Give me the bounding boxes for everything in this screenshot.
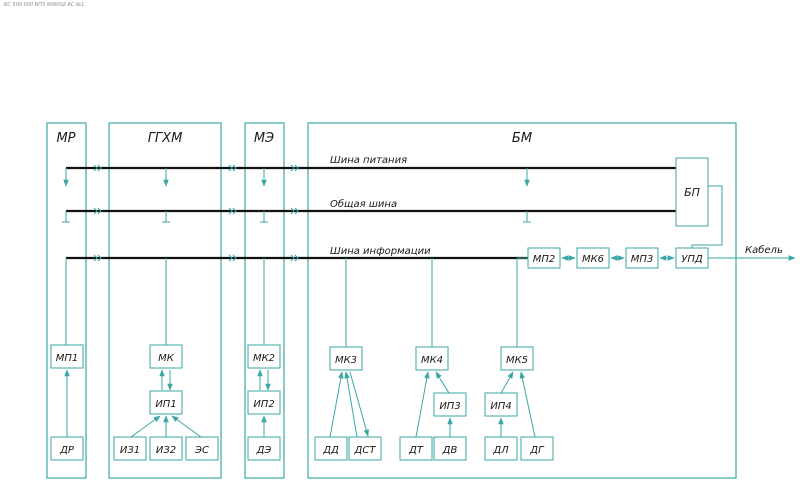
section-mr-title: МР [56,131,75,146]
block-ip3 [433,392,467,417]
block-mk3-label: МК3 [335,355,357,366]
block-bp [675,157,709,227]
block-upd-label: УПД [681,254,703,265]
power-bus-label: Шина питания [330,155,407,166]
block-ip3-label: ИП3 [439,401,460,412]
bus-connector-chevrons [93,164,299,262]
dst-to-mk3 [344,371,358,438]
block-mk2 [247,344,281,369]
block-ip1-label: ИП1 [155,399,176,410]
iz1-to-ip1 [130,415,161,438]
block-mk-label: МК [158,353,175,364]
block-ip1 [149,390,183,415]
block-mp3 [625,247,659,269]
block-ip2 [247,390,281,415]
dg-to-mk5 [519,371,536,438]
info-bus-label: Шина информации [330,246,431,257]
block-mp1-label: МП1 [56,353,79,364]
block-dv [433,436,467,461]
block-dr [50,436,84,461]
section-mr-frame [46,122,87,479]
mk3-to-dst [349,371,369,437]
power-taps [63,168,530,187]
block-mk3 [329,346,363,371]
block-es [185,436,219,461]
block-ip2-label: ИП2 [253,399,274,410]
block-dg-label: ДГ [529,445,545,456]
cable-label: Кабель [745,244,783,256]
document-code: БС 500 000 ВП3 906002 АС №1 [4,2,85,8]
ip4-to-mk5 [500,371,514,394]
section-me-title: МЭ [254,131,274,146]
block-es-label: ЭС [194,445,209,456]
section-bm-frame [307,122,737,479]
block-dl-label: ДЛ [492,445,509,456]
block-dr-label: ДР [59,445,75,456]
block-iz2 [149,436,183,461]
es-to-ip1 [171,415,202,438]
block-iz2-label: ИЗ2 [156,445,176,456]
section-ggkhm-frame [108,122,222,479]
dd-to-mk3 [329,371,344,438]
block-mk4 [415,346,449,371]
block-mp1 [50,344,84,369]
block-de-label: ДЭ [256,445,272,456]
block-bp-label: БП [684,186,700,199]
block-iz1 [113,436,147,461]
section-ggkhm-title: ГГХМ [148,131,183,146]
block-mk5 [500,346,534,371]
section-me-frame [244,122,285,479]
block-mk5-label: МК5 [506,355,528,366]
block-ip4-label: ИП4 [490,401,511,412]
block-mk6-label: МК6 [582,254,604,265]
block-mk [149,344,183,369]
common-taps [62,211,531,223]
block-mk2-label: МК2 [253,353,275,364]
block-dst-label: ДСТ [354,445,377,456]
block-de [247,436,281,461]
section-bm-title: БМ [512,131,532,146]
block-dt [399,436,433,461]
block-dd [314,436,348,461]
block-mk4-label: МК4 [421,355,443,366]
dt-to-mk4 [415,371,430,438]
block-dst [348,436,382,461]
common-bus-label: Общая шина [330,198,397,210]
block-dv-label: ДВ [442,445,458,456]
block-dd-label: ДД [322,445,339,456]
ip3-to-mk4 [435,371,450,394]
block-dg [520,436,554,461]
block-iz1-label: ИЗ1 [120,445,140,456]
block-mp2-label: МП2 [533,254,556,265]
block-ip4 [484,392,518,417]
block-dl [484,436,518,461]
block-mp3-label: МП3 [631,254,654,265]
block-dt-label: ДТ [408,445,424,456]
block-mk6 [576,247,610,269]
